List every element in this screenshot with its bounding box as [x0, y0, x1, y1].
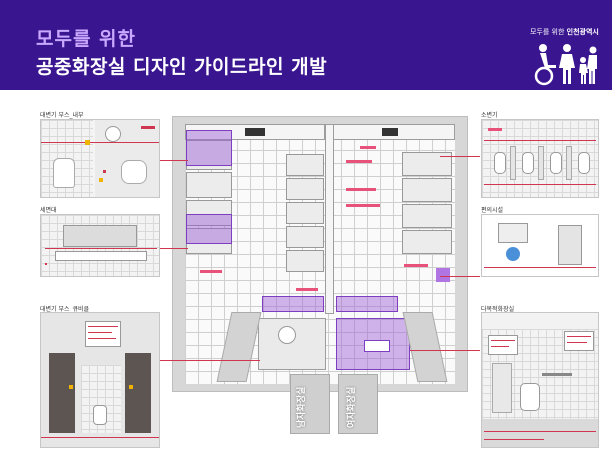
button-icon	[85, 140, 90, 145]
label-washbasin: 세면대	[40, 207, 57, 214]
cubicle-door	[125, 353, 151, 433]
paper-holder-icon	[105, 126, 121, 142]
wall-panel	[492, 363, 512, 413]
floor	[482, 419, 598, 447]
toilet-icon	[520, 383, 540, 411]
label-multipurpose: 다목적화장실	[481, 306, 515, 313]
panel-multipurpose	[481, 312, 599, 448]
title-accent: 모두를 위한	[36, 28, 137, 50]
people-icon	[534, 44, 597, 86]
center-divider	[325, 124, 334, 314]
urinal-divider	[538, 146, 544, 180]
washbasin-zone-left	[262, 296, 324, 312]
brand-prefix: 모두를 위한	[530, 28, 565, 36]
stall	[286, 154, 324, 176]
panel-stall-interior	[40, 119, 160, 198]
toilet-icon	[93, 405, 107, 425]
spec-callout	[85, 321, 121, 347]
panel-amenities	[481, 214, 599, 277]
label-cubicle: 대변기 부스_큐비클	[40, 306, 90, 313]
amenity-icon	[436, 268, 450, 282]
washbasin-zone-right	[336, 296, 398, 312]
panel-cubicle	[40, 312, 160, 448]
spec-callout	[364, 340, 390, 352]
stall	[286, 178, 324, 200]
brand-text: 모두를 위한 인천광역시	[530, 27, 599, 37]
header-banner: 모두를 위한 공중화장실 디자인 가이드라인 개발 모두를 위한 인천광역시	[0, 0, 612, 90]
male-restroom-label: 남자화장실	[297, 386, 307, 428]
stall	[286, 226, 324, 248]
sign-icon	[245, 128, 265, 136]
stall	[186, 200, 232, 226]
handle-icon	[129, 385, 133, 389]
handle-icon	[69, 385, 73, 389]
entry-corridor	[338, 374, 378, 434]
panel-urinal	[481, 119, 599, 198]
multipurpose-room-left	[258, 318, 326, 370]
urinal-divider	[510, 146, 516, 180]
urinal-icon	[522, 152, 534, 174]
urinal-icon	[494, 152, 506, 174]
panel-washbasin	[40, 214, 160, 277]
stall	[402, 204, 452, 228]
spec-callout	[488, 335, 518, 355]
dispenser	[558, 225, 582, 265]
stall	[286, 250, 324, 272]
toilet-icon	[278, 326, 296, 344]
button-icon	[99, 178, 103, 182]
brand-city: 인천광역시	[566, 28, 599, 36]
stall	[186, 172, 232, 198]
entry-corridor	[290, 374, 330, 434]
urinal-icon	[578, 152, 590, 174]
toilet-icon	[121, 160, 147, 184]
counter	[55, 251, 147, 261]
page-title: 공중화장실 디자인 가이드라인 개발	[36, 56, 328, 78]
sign-icon	[382, 128, 398, 136]
label-urinal: 소변기	[481, 112, 498, 119]
stall	[286, 202, 324, 224]
purple-zone	[186, 130, 232, 166]
label-amenities: 편의시설	[481, 207, 504, 214]
stall	[402, 178, 452, 202]
label-stall-interior: 대변기 부스_내부	[40, 112, 84, 119]
urinal-icon	[550, 152, 562, 174]
baby-changing-table	[498, 223, 528, 243]
mirror	[63, 225, 137, 247]
female-restroom-label: 여자화장실	[347, 386, 357, 428]
grab-bar	[542, 373, 572, 376]
toilet-icon	[53, 158, 75, 188]
spec-callout	[564, 331, 594, 351]
purple-zone	[186, 214, 232, 244]
urinal-divider	[566, 146, 572, 180]
info-icon	[506, 247, 520, 261]
stall	[402, 230, 452, 254]
cubicle-door	[49, 353, 75, 433]
